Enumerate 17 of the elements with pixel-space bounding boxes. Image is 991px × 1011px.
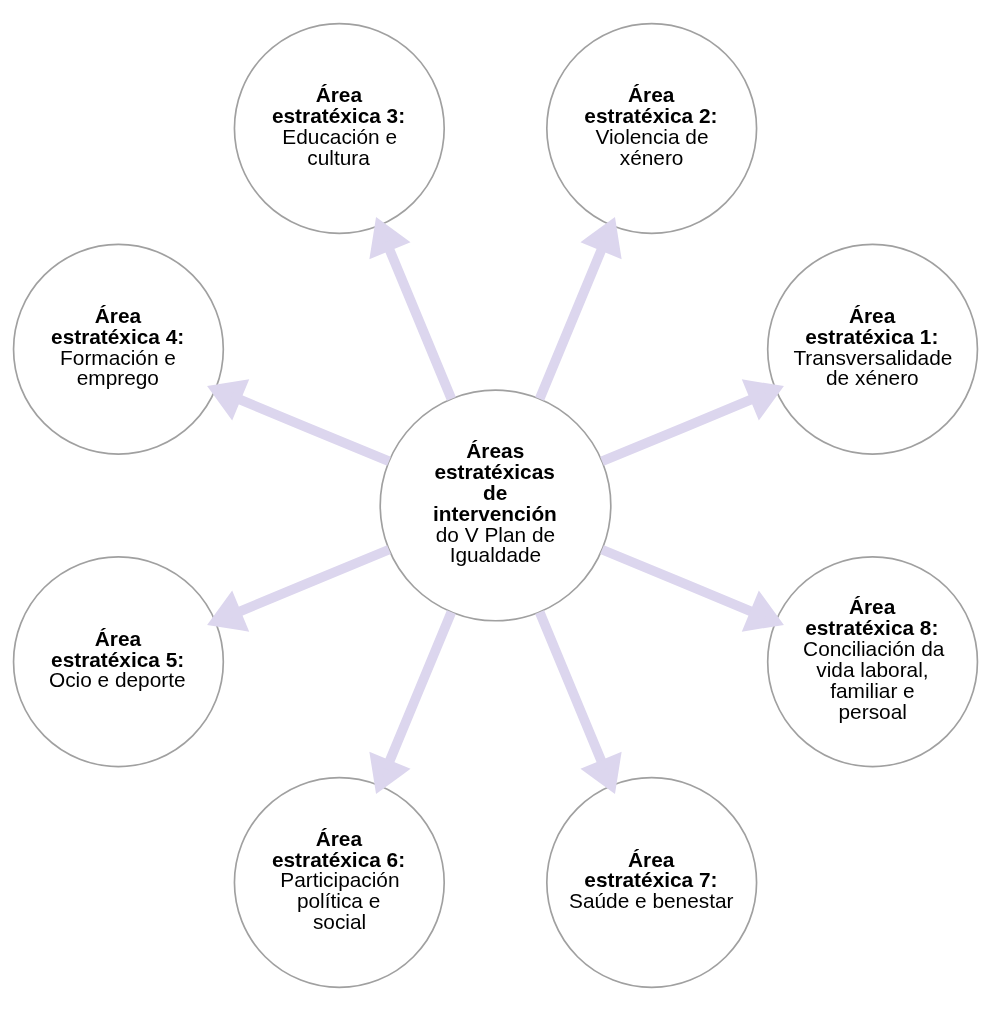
node-circle: Área estratéxica 6: Participación política e social	[233, 776, 446, 989]
node-circle: Área estratéxica 8: Conciliación da vida laboral, familiar e persoal	[766, 555, 979, 768]
arrow	[600, 545, 784, 632]
arrow	[369, 610, 456, 794]
node-circle: Área estratéxica 7: Saúde e benestar	[546, 776, 758, 989]
node-circle: Área estratéxica 2: Violencia de xénero	[546, 22, 758, 235]
node-circle: Área estratéxica 1: Transversalidade de xénero	[766, 243, 979, 455]
node-circle: Área estratéxica 3: Educación e cultura	[233, 22, 446, 235]
arrow	[600, 379, 784, 466]
arrow	[207, 379, 391, 466]
node-circle: Áreas estratéxicas de intervención do V Plan de Igualdade	[379, 389, 612, 622]
arrow	[535, 217, 622, 401]
arrow	[369, 217, 456, 401]
node-circle: Área estratéxica 4: Formación e emprego	[12, 243, 225, 455]
arrow	[535, 610, 622, 794]
arrow	[207, 545, 391, 632]
node-circle: Área estratéxica 5: Ocio e deporte	[12, 555, 225, 768]
